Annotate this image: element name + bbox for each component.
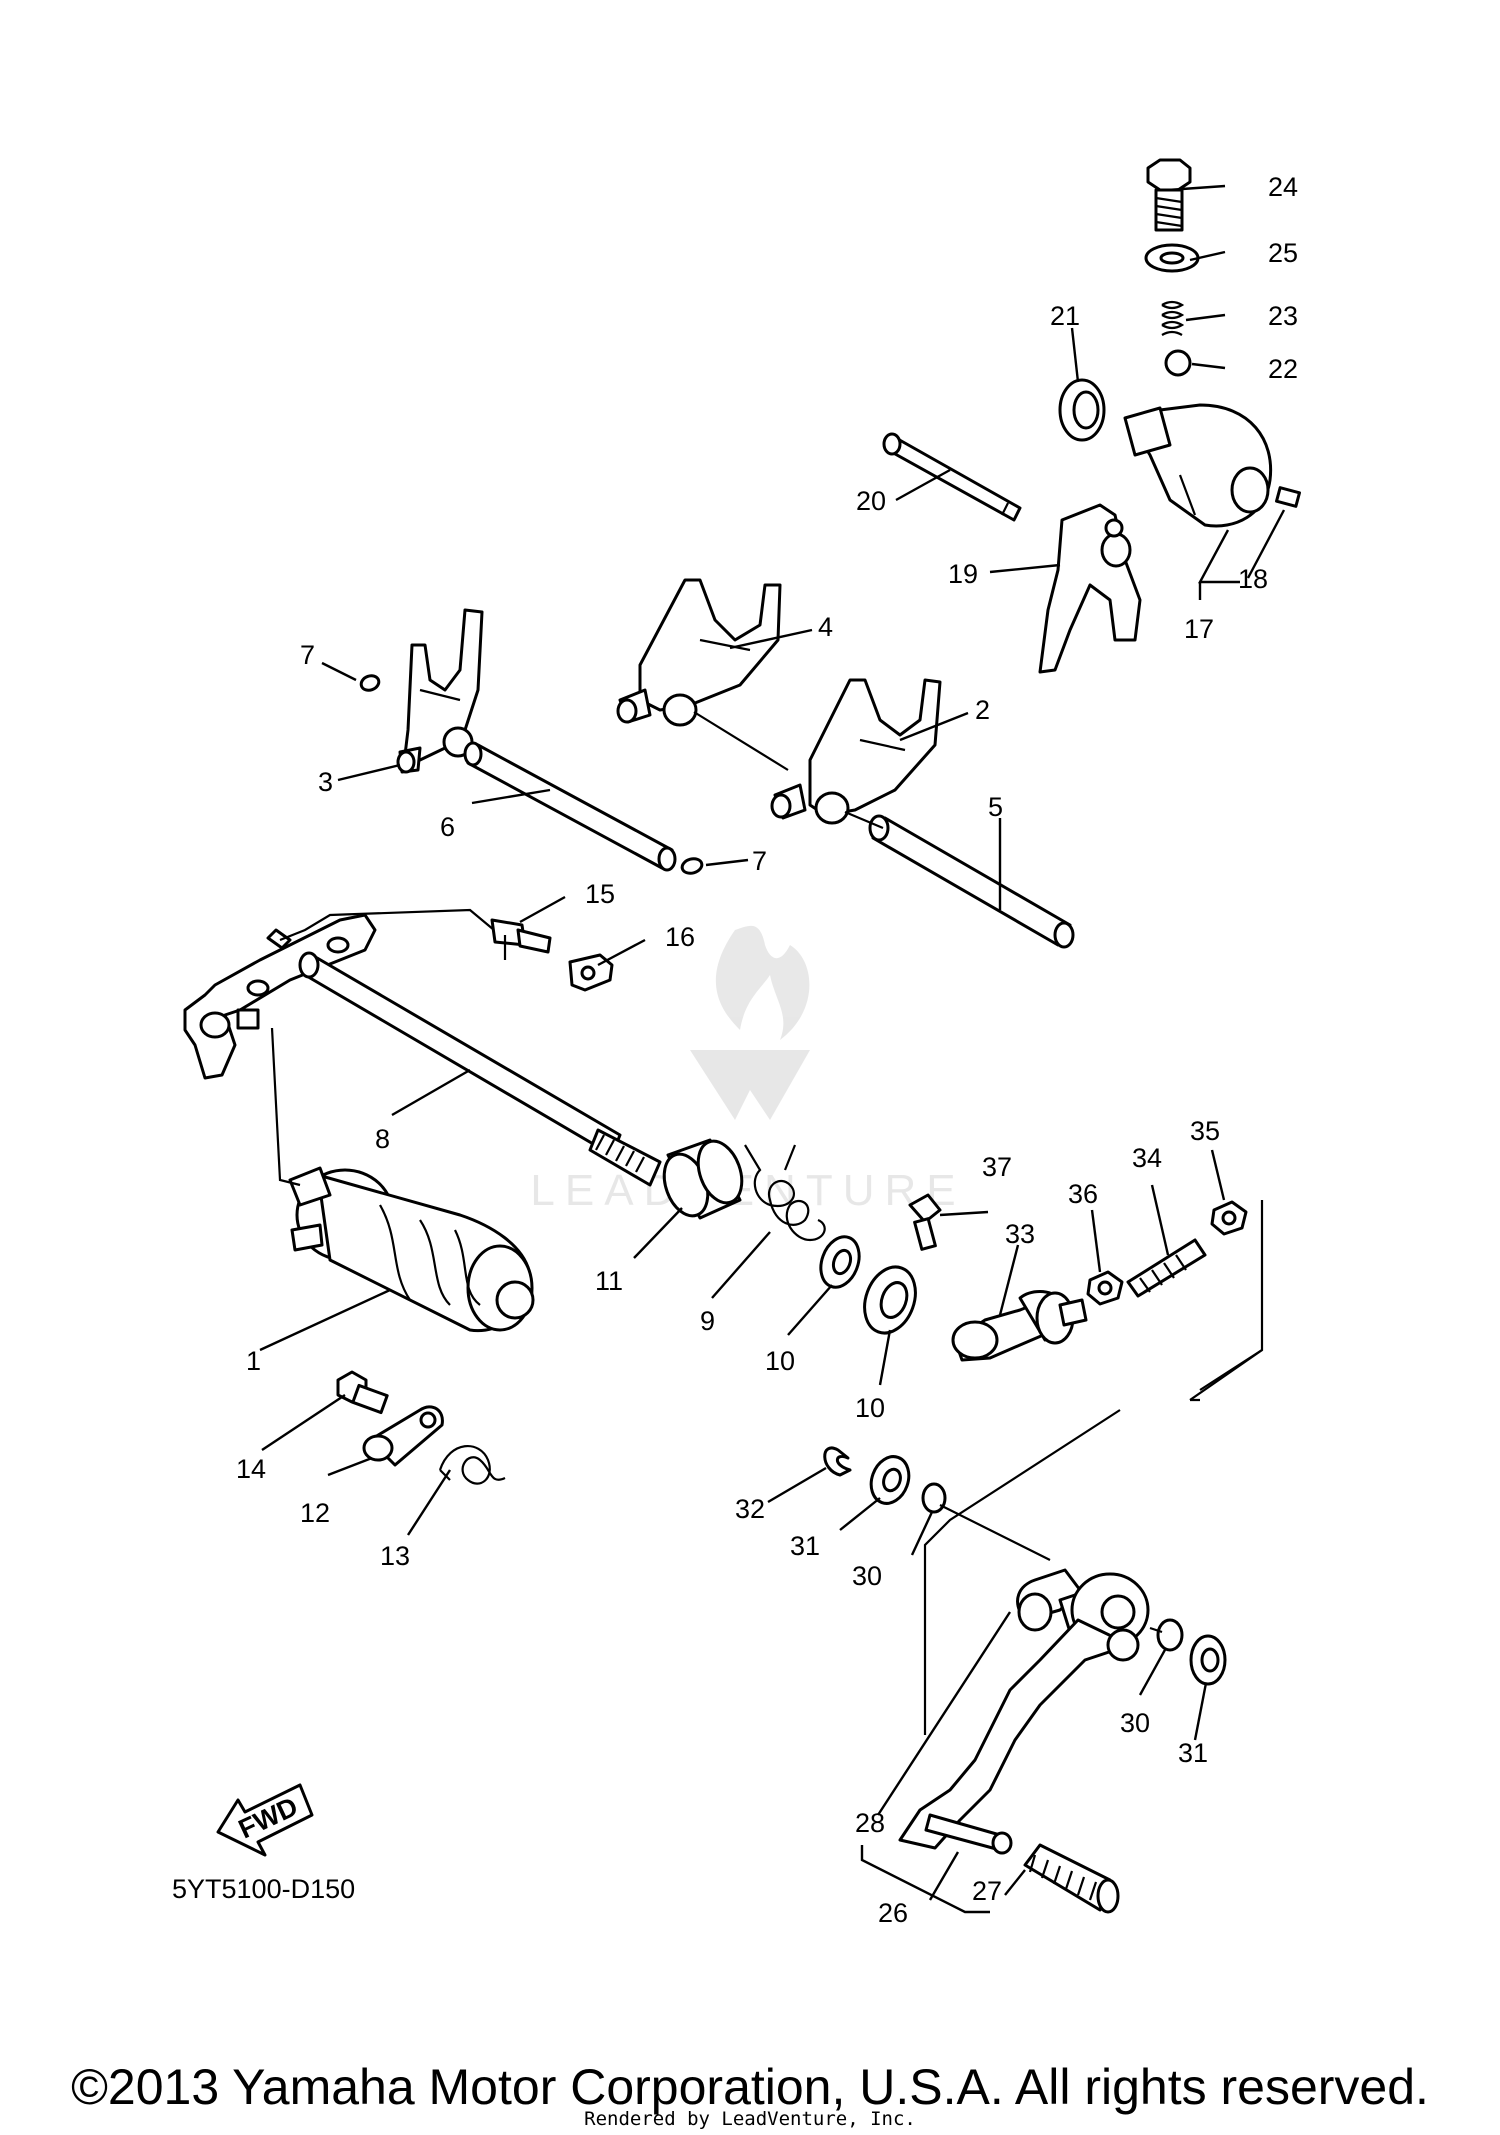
callout-19: 18 [1238,564,1268,594]
callout-25: 24 [1268,172,1298,202]
callout-18: 17 [1184,614,1214,644]
callout-33: 33 [1005,1219,1035,1249]
assembly-line-16 [279,908,501,942]
part-33-shift-lever[interactable] [951,1290,1088,1362]
callout-5: 5 [988,792,1003,822]
part-32-circlip[interactable] [823,1446,852,1477]
part-9-return-spring[interactable] [744,1144,826,1242]
callout-8: 8 [375,1124,390,1154]
callout-12: 11 [595,1266,623,1296]
callout-31-lower: 31 [1178,1738,1208,1768]
part-27-shift-pedal[interactable] [898,1572,1150,1855]
part-11-washer[interactable] [814,1231,866,1292]
part-19-pin[interactable] [1275,486,1301,508]
callout-23: 22 [1268,354,1298,384]
callout-2: 2 [975,695,990,725]
part-15-bolt[interactable] [336,1370,389,1415]
part-16-stopper-pin[interactable] [490,918,552,960]
part-10-oil-seal[interactable] [856,1260,924,1340]
fwd-arrow-icon: FWD [216,1783,314,1857]
watermark-logo: LEADVENTURE [530,925,965,1215]
callout-27: 26 [878,1898,908,1928]
copyright-notice: ©2013 Yamaha Motor Corporation, U.S.A. A… [71,2059,1429,2115]
part-30-oring-upper[interactable] [921,1482,947,1514]
part-4-shift-fork[interactable] [616,578,782,727]
callout-30-lower: 30 [1120,1708,1150,1738]
part-8-shift-shaft[interactable] [183,913,662,1187]
part-36-nut[interactable] [1086,1270,1124,1306]
bracket-27 [860,1845,990,1914]
callout-36: 36 [1068,1179,1098,1209]
part-30-oring-lower[interactable] [1156,1618,1184,1652]
assembly-line-frame [923,1349,1263,1735]
callout-13: 12 [300,1498,330,1528]
callout-11: 10 [765,1346,795,1376]
part-1-shift-drum[interactable] [288,1166,535,1333]
bracket-18 [1197,529,1240,600]
callout-24: 23 [1268,301,1298,331]
callout-37: 37 [982,1152,1012,1182]
callout-17: 16 [665,922,695,952]
part-7-circlip-upper[interactable] [359,673,381,692]
part-34-shift-rod[interactable] [1126,1238,1207,1298]
callout-34: 34 [1132,1143,1162,1173]
callout-32: 32 [735,1494,765,1524]
part-25-bolt[interactable] [1146,158,1192,232]
part-21-fork-shaft[interactable] [882,432,1022,522]
part-31-washer-lower[interactable] [1189,1634,1227,1686]
callout-6: 6 [440,812,455,842]
part-7-circlip-lower[interactable] [680,857,704,876]
part-6-fork-shaft[interactable] [463,741,677,872]
assembly-lines-forks [693,711,884,830]
part-31-washer-upper[interactable] [865,1451,915,1508]
assembly-line-drum [270,1027,301,1187]
callout-28: 27 [972,1876,1002,1906]
callout-15: 14 [236,1454,266,1484]
callout-21: 20 [856,486,886,516]
callout-10-label: 10 [855,1393,885,1423]
callout-31-upper: 31 [790,1531,820,1561]
part-28-footrest-rubber[interactable] [1023,1843,1120,1914]
callout-1: 1 [246,1346,261,1376]
part-12-collar[interactable] [656,1135,749,1222]
callout-29: 28 [855,1808,885,1838]
callout-4: 4 [818,612,833,642]
part-18-drum-segment[interactable] [1123,403,1273,528]
part-5-fork-shaft[interactable] [868,814,1075,949]
callout-7-upper: 7 [300,640,315,670]
callout-22: 21 [1050,301,1080,331]
assembly-line-oring [1149,1626,1163,1634]
assembly-line-pedal [939,1398,1200,1561]
part-13-stopper-lever[interactable] [362,1405,444,1467]
part-14-spring[interactable] [438,1445,506,1485]
callout-14: 13 [380,1541,410,1571]
rendered-by-notice: Rendered by LeadVenture, Inc. [584,2108,916,2130]
part-2-shift-fork[interactable] [770,678,942,825]
part-26-washer[interactable] [1144,243,1200,273]
callout-labels: 24 25 23 22 21 18 17 20 19 4 2 7 3 6 7 5… [236,172,1298,1928]
part-22-oil-seal[interactable] [1058,378,1106,442]
leader-lines [259,184,1286,1901]
callout-26: 25 [1268,238,1298,268]
part-23-ball[interactable] [1164,349,1192,377]
part-35-nut[interactable] [1210,1200,1248,1236]
part-37-bolt[interactable] [908,1193,942,1251]
watermark-text: LEADVENTURE [530,1166,965,1215]
callout-3: 3 [318,767,333,797]
diagram-code: 5YT5100-D150 [172,1874,355,1904]
callout-16: 15 [585,879,615,909]
callout-7-lower: 7 [752,846,767,876]
callout-30-upper: 30 [852,1561,882,1591]
part-20-shift-fork[interactable] [1038,503,1142,674]
callout-35: 35 [1190,1116,1220,1146]
part-24-spring[interactable] [1161,300,1185,336]
callout-20: 19 [948,559,978,589]
callout-9: 9 [700,1306,715,1336]
